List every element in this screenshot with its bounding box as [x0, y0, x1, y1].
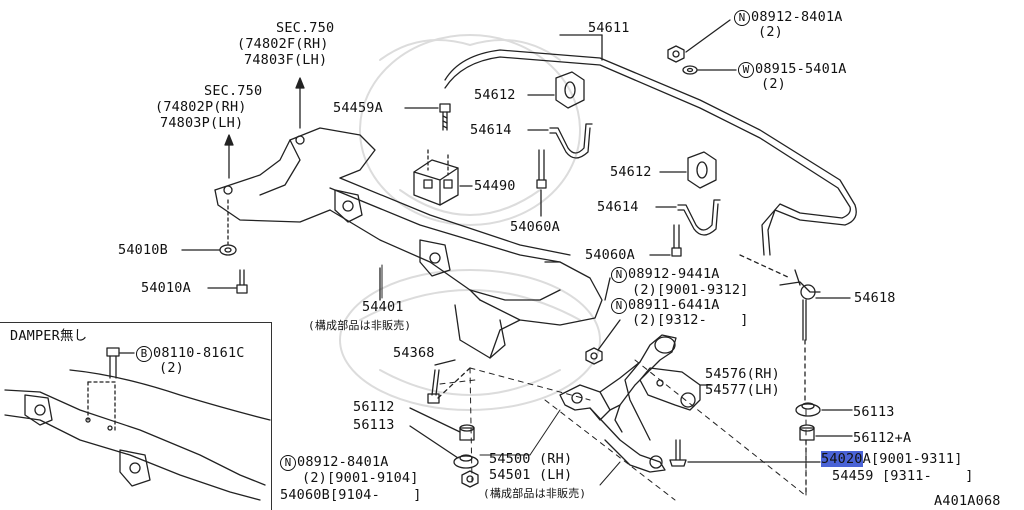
inset-frame — [0, 322, 272, 510]
label-54612-top: 54612 — [474, 87, 516, 103]
n-icon: N — [280, 455, 296, 471]
damper-54490 — [413, 149, 473, 206]
label-sec750-f-lh: 74803F(LH) — [244, 52, 328, 68]
label-54010B: 54010B — [118, 242, 168, 258]
bolt-54060A-right — [649, 224, 682, 257]
label-sec750-p-rh: (74802P(RH) — [155, 99, 247, 115]
label-54490: 54490 — [474, 178, 516, 194]
bolt-54060A-mid — [536, 149, 547, 217]
diagram-code: A401A068 — [934, 493, 1001, 509]
bushing-56113-right — [795, 402, 853, 417]
label-08912-9441A-sub: (2)[9001-9312] — [632, 282, 749, 298]
label-54614-top: 54614 — [470, 122, 512, 138]
highlighted-part-number[interactable]: 54020 — [821, 451, 863, 467]
leader-lines — [381, 264, 621, 486]
label-08915-5401A-qty: (2) — [761, 76, 786, 92]
label-54020: 54020A[9001-9311] — [821, 451, 963, 467]
control-arm-54500 — [559, 334, 677, 473]
nut-08912-9441A — [585, 277, 621, 365]
label-sec750-p-lh: 74803P(LH) — [160, 115, 244, 131]
label-54576: 54576(RH) — [705, 366, 780, 382]
label-arm-note: (構成部品は非販売) — [483, 487, 587, 500]
label-54060B: 54060B[9104- ] — [280, 487, 422, 503]
bushing-56113-left — [409, 425, 479, 469]
bushing-54612-top — [527, 71, 585, 109]
label-56113-left: 56113 — [353, 417, 395, 433]
nut-08912-8401A-top — [667, 19, 731, 63]
bolt-54459-bottom — [669, 439, 821, 467]
n-icon: N — [611, 298, 627, 314]
label-54501: 54501 (LH) — [489, 467, 573, 483]
n-icon: N — [734, 10, 750, 26]
label-sec750-f-title: SEC.750 — [276, 20, 335, 36]
suspension-member-54401 — [214, 127, 603, 359]
inset-title: DAMPER無し — [10, 328, 88, 344]
bolt-54010A — [207, 269, 248, 294]
bracket-54576 — [639, 367, 713, 411]
n-icon: N — [611, 267, 627, 283]
label-56112-left: 56112 — [353, 399, 395, 415]
label-56113-right: 56113 — [853, 404, 895, 420]
b-icon: B — [136, 346, 152, 362]
label-54401: 54401 — [362, 299, 404, 315]
label-54010A: 54010A — [141, 280, 191, 296]
arrow-sec750-f — [295, 77, 305, 129]
watermark-emblem — [339, 34, 601, 411]
label-54614-mid: 54614 — [597, 199, 639, 215]
collar-56112A-right — [799, 424, 853, 441]
label-54577: 54577(LH) — [705, 382, 780, 398]
guide-lines — [439, 359, 807, 501]
bolt-54459A — [404, 103, 451, 131]
bolt-54368 — [427, 359, 471, 404]
label-54368: 54368 — [393, 345, 435, 361]
label-54459A: 54459A — [333, 100, 383, 116]
label-54060A-right: 54060A — [585, 247, 635, 263]
link-54618 — [739, 254, 851, 496]
label-08912-8401A-bottom-sub: (2)[9001-9104] — [302, 470, 419, 486]
label-54401-note: (構成部品は非販売) — [308, 319, 412, 332]
label-08912-8401A-top-qty: (2) — [758, 24, 783, 40]
bracket-54614-mid — [655, 199, 721, 236]
label-sec750-f-rh: (74802F(RH) — [237, 36, 329, 52]
label-08110-8161C-qty: (2) — [159, 360, 184, 376]
label-54618: 54618 — [854, 290, 896, 306]
inset-drawing — [4, 347, 271, 501]
label-54459-bottom: 54459 [9311- ] — [832, 468, 974, 484]
stabilizer-bar-54611 — [444, 34, 857, 256]
nut-08912-8401A-bottom — [461, 470, 479, 488]
label-54612-mid: 54612 — [610, 164, 652, 180]
bracket-54614-top — [527, 123, 593, 159]
label-sec750-p-title: SEC.750 — [204, 83, 263, 99]
collar-56112-left — [409, 407, 475, 441]
label-54611: 54611 — [588, 20, 630, 36]
washer-54010B — [181, 199, 237, 256]
label-56112A: 56112+A — [853, 430, 912, 446]
label-54500: 54500 (RH) — [489, 451, 573, 467]
washer-08915-5401A — [682, 65, 737, 75]
bushing-54612-mid — [659, 151, 717, 189]
arrow-sec750-p — [224, 134, 234, 179]
label-08911-6441A-sub: (2)[9312- ] — [632, 312, 749, 328]
w-icon: W — [738, 62, 754, 78]
label-54060A-mid: 54060A — [510, 219, 560, 235]
